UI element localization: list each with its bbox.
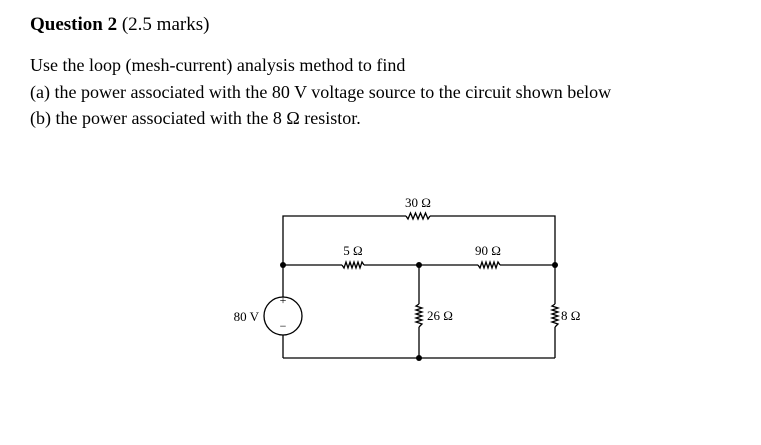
label-80-volt: 80 V xyxy=(234,309,260,324)
source-plus-sign: + xyxy=(280,293,287,307)
node-left xyxy=(280,262,286,268)
question-line-b: (b) the power associated with the 8 Ω re… xyxy=(30,108,361,128)
resistor-90-ohm xyxy=(477,259,501,271)
resistor-30-ohm xyxy=(405,211,431,221)
label-8-ohm: 8 Ω xyxy=(561,308,580,323)
label-30-ohm: 30 Ω xyxy=(405,195,431,210)
label-26-ohm: 26 Ω xyxy=(427,308,453,323)
question-line-a: (a) the power associated with the 80 V v… xyxy=(30,81,612,102)
question-body: Use the loop (mesh-current) analysis met… xyxy=(30,52,611,132)
question-marks: (2.5 marks) xyxy=(121,14,210,35)
label-5-ohm: 5 Ω xyxy=(343,243,362,258)
node-center-top xyxy=(416,262,422,268)
node-center-bottom xyxy=(416,355,422,361)
node-right xyxy=(552,262,558,268)
question-line-1: Use the loop (mesh-current) analysis met… xyxy=(30,55,406,75)
voltage-source-symbol xyxy=(263,296,303,336)
source-minus-sign: − xyxy=(280,319,287,333)
circuit-nodes xyxy=(280,262,558,361)
resistor-8-ohm xyxy=(549,303,561,328)
circuit-wires xyxy=(263,211,561,359)
wire-top-left xyxy=(282,215,406,265)
question-title: Question 2 xyxy=(30,14,118,35)
wire-top-right xyxy=(430,215,556,265)
resistor-5-ohm xyxy=(341,259,365,271)
resistor-26-ohm xyxy=(413,303,425,328)
label-90-ohm: 90 Ω xyxy=(475,243,501,258)
question-heading: Question 2 (2.5 marks) xyxy=(30,14,209,36)
